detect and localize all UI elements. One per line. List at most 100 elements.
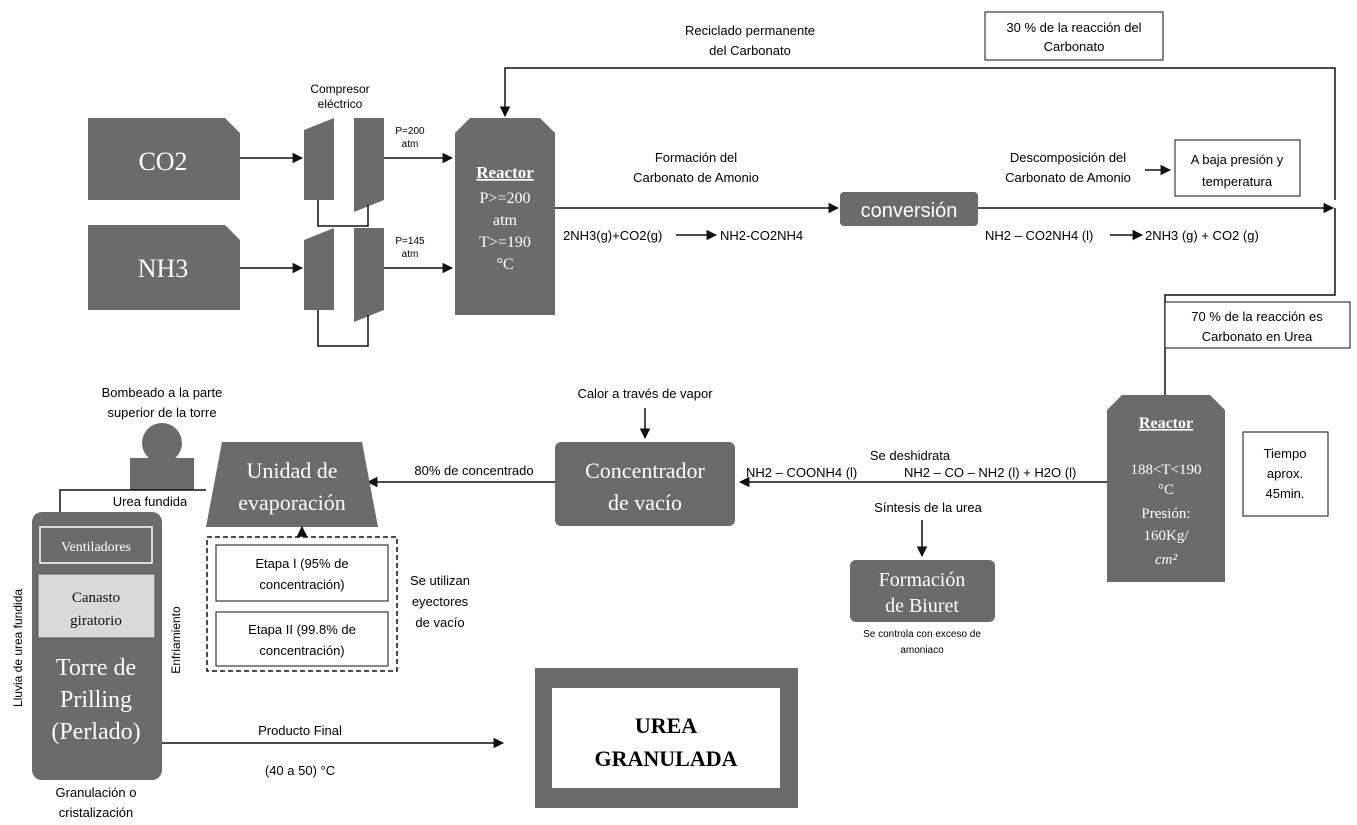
- eq1-reactants: 2NH3(g)+CO2(g): [563, 228, 662, 243]
- urea-granulada-box: UREA GRANULADA: [535, 668, 798, 808]
- decomposition-label-1: Descomposición del: [1010, 150, 1126, 165]
- reactor-1-temperature: T>=190: [479, 234, 531, 251]
- final-product-label: Producto Final: [258, 723, 342, 738]
- fans-label: Ventiladores: [61, 540, 131, 555]
- nh3-input-box: NH3: [88, 225, 240, 310]
- recycle-30-line-1: 30 % de la reacción del: [1006, 20, 1141, 35]
- granulation-line-1: Granulación o: [56, 785, 137, 800]
- eq2-products: 2NH3 (g) + CO2 (g): [1145, 228, 1259, 243]
- reactor-2-temp: 188<T<190: [1130, 462, 1201, 478]
- granulation-line-2: cristalización: [59, 805, 133, 820]
- dehydrate-products: NH2 – CO – NH2 (l) + H2O (l): [904, 465, 1076, 480]
- fans-box: [39, 526, 153, 564]
- pump: [130, 423, 194, 490]
- reactor-1-temperature-unit: °C: [496, 256, 513, 273]
- stage-2-box: [215, 611, 389, 667]
- reactor-1-pressure-unit: atm: [493, 212, 518, 229]
- formation-label-2: Carbonato de Amonio: [633, 170, 759, 185]
- compressor-nh3: [304, 228, 384, 347]
- biuret-note-2: amoniaco: [900, 645, 944, 656]
- reactor-2-pressure-value: 160Kg/: [1144, 528, 1190, 544]
- reactor-2: Reactor 188<T<190 °C Presión: 160Kg/ cm²: [1107, 395, 1225, 582]
- reactor-2-title: Reactor: [1139, 415, 1193, 432]
- co2-pressure: P=200: [395, 126, 425, 137]
- time-box: [1242, 431, 1329, 517]
- biuret-line-1: Formación: [879, 569, 966, 591]
- evaporation-unit: Unidad de evaporación: [206, 442, 378, 527]
- biuret-box: Formación de Biuret: [850, 560, 995, 622]
- recycle-loop-arrow: [499, 67, 1336, 200]
- dehydrate-reactant: NH2 – COONH4 (l): [746, 465, 857, 480]
- stage-1-line-2: concentración): [259, 577, 344, 592]
- pump-label-2: superior de la torre: [107, 405, 216, 420]
- note-70-box: [1164, 301, 1351, 349]
- tower-name-1: Torre de: [56, 655, 136, 681]
- biuret-note-1: Se controla con exceso de: [863, 629, 981, 640]
- concentrator-box: Concentrador de vacío: [555, 442, 735, 526]
- ejectors-line-3: de vacío: [415, 615, 464, 630]
- molten-urea-line: [59, 489, 206, 512]
- nh3-label: NH3: [138, 254, 189, 283]
- recycle-30-box: [984, 11, 1164, 61]
- prilling-tower: Ventiladores Canasto giratorio Torre de …: [32, 512, 162, 780]
- note-70-line-2: Carbonato en Urea: [1202, 329, 1313, 344]
- stage-1-box: [215, 544, 389, 602]
- reactor-1: Reactor P>=200 atm T>=190 °C: [455, 118, 555, 315]
- co2-label: CO2: [138, 147, 187, 176]
- ejectors-line-2: eyectores: [412, 594, 469, 609]
- pump-label-1: Bombeado a la parte: [102, 385, 223, 400]
- basket-line-2: giratorio: [70, 613, 122, 629]
- concentrate-80-label: 80% de concentrado: [414, 463, 533, 478]
- compressor-label-1: Compresor: [310, 82, 369, 96]
- tower-name-3: (Perlado): [51, 719, 140, 745]
- stage-2-line-1: Etapa II (99.8% de: [248, 622, 356, 637]
- time-line-3: 45min.: [1265, 486, 1304, 501]
- recycle-label-2: del Carbonato: [709, 43, 791, 58]
- product-line-1: UREA: [635, 713, 697, 738]
- co2-input-box: CO2: [88, 118, 240, 200]
- tower-name-2: Prilling: [60, 687, 132, 713]
- formation-label-1: Formación del: [655, 150, 737, 165]
- cooling-label: Enfriamiento: [169, 606, 183, 674]
- biuret-line-2: de Biuret: [885, 595, 959, 617]
- time-line-2: aprox.: [1267, 466, 1303, 481]
- decomposition-label-2: Carbonato de Amonio: [1005, 170, 1131, 185]
- conversion-box: conversión: [840, 192, 978, 226]
- recycle-label-1: Reciclado permanente: [685, 23, 815, 38]
- low-pressure-box: [1174, 139, 1301, 197]
- conversion-label: conversión: [861, 200, 958, 222]
- stage-2-line-2: concentración): [259, 643, 344, 658]
- basket-line-1: Canasto: [72, 590, 120, 606]
- nh3-pressure: P=145: [395, 236, 425, 247]
- rotating-basket-box: [37, 573, 156, 639]
- ejectors-line-1: Se utilizan: [410, 573, 470, 588]
- evaporation-line-2: evaporación: [238, 490, 346, 515]
- compressor-label-2: eléctrico: [318, 97, 363, 111]
- recycle-30-line-2: Carbonato: [1044, 39, 1105, 54]
- reactor-2-pressure-label: Presión:: [1141, 506, 1190, 522]
- low-pressure-line-1: A baja presión y: [1191, 152, 1284, 167]
- reactor-2-pressure-unit: cm²: [1155, 552, 1177, 568]
- concentrator-line-2: de vacío: [608, 490, 682, 515]
- molten-urea-label: Urea fundida: [113, 494, 188, 509]
- synthesis-label: Síntesis de la urea: [874, 500, 982, 515]
- concentrator-line-1: Concentrador: [585, 458, 705, 483]
- eq1-product: NH2-CO2NH4: [720, 228, 803, 243]
- reactor-2-temp-unit: °C: [1158, 482, 1174, 498]
- co2-pressure-unit: atm: [402, 139, 419, 150]
- note-70-line-1: 70 % de la reacción es: [1191, 309, 1323, 324]
- heat-label: Calor a través de vapor: [577, 386, 713, 401]
- evaporation-line-1: Unidad de: [246, 458, 337, 483]
- time-line-1: Tiempo: [1264, 446, 1307, 461]
- product-line-2: GRANULADA: [595, 746, 738, 771]
- stage-1-line-1: Etapa I (95% de: [255, 556, 348, 571]
- reactor-1-title: Reactor: [476, 163, 534, 182]
- compressor-co2: [304, 118, 384, 227]
- dehydrate-label: Se deshidrata: [870, 448, 951, 463]
- reactor-1-pressure: P>=200: [480, 190, 531, 207]
- rain-label: Lluvia de urea fundida: [11, 589, 25, 707]
- nh3-pressure-unit: atm: [402, 249, 419, 260]
- eq2-reactants: NH2 – CO2NH4 (l): [985, 228, 1093, 243]
- final-temperature: (40 a 50) °C: [265, 763, 335, 778]
